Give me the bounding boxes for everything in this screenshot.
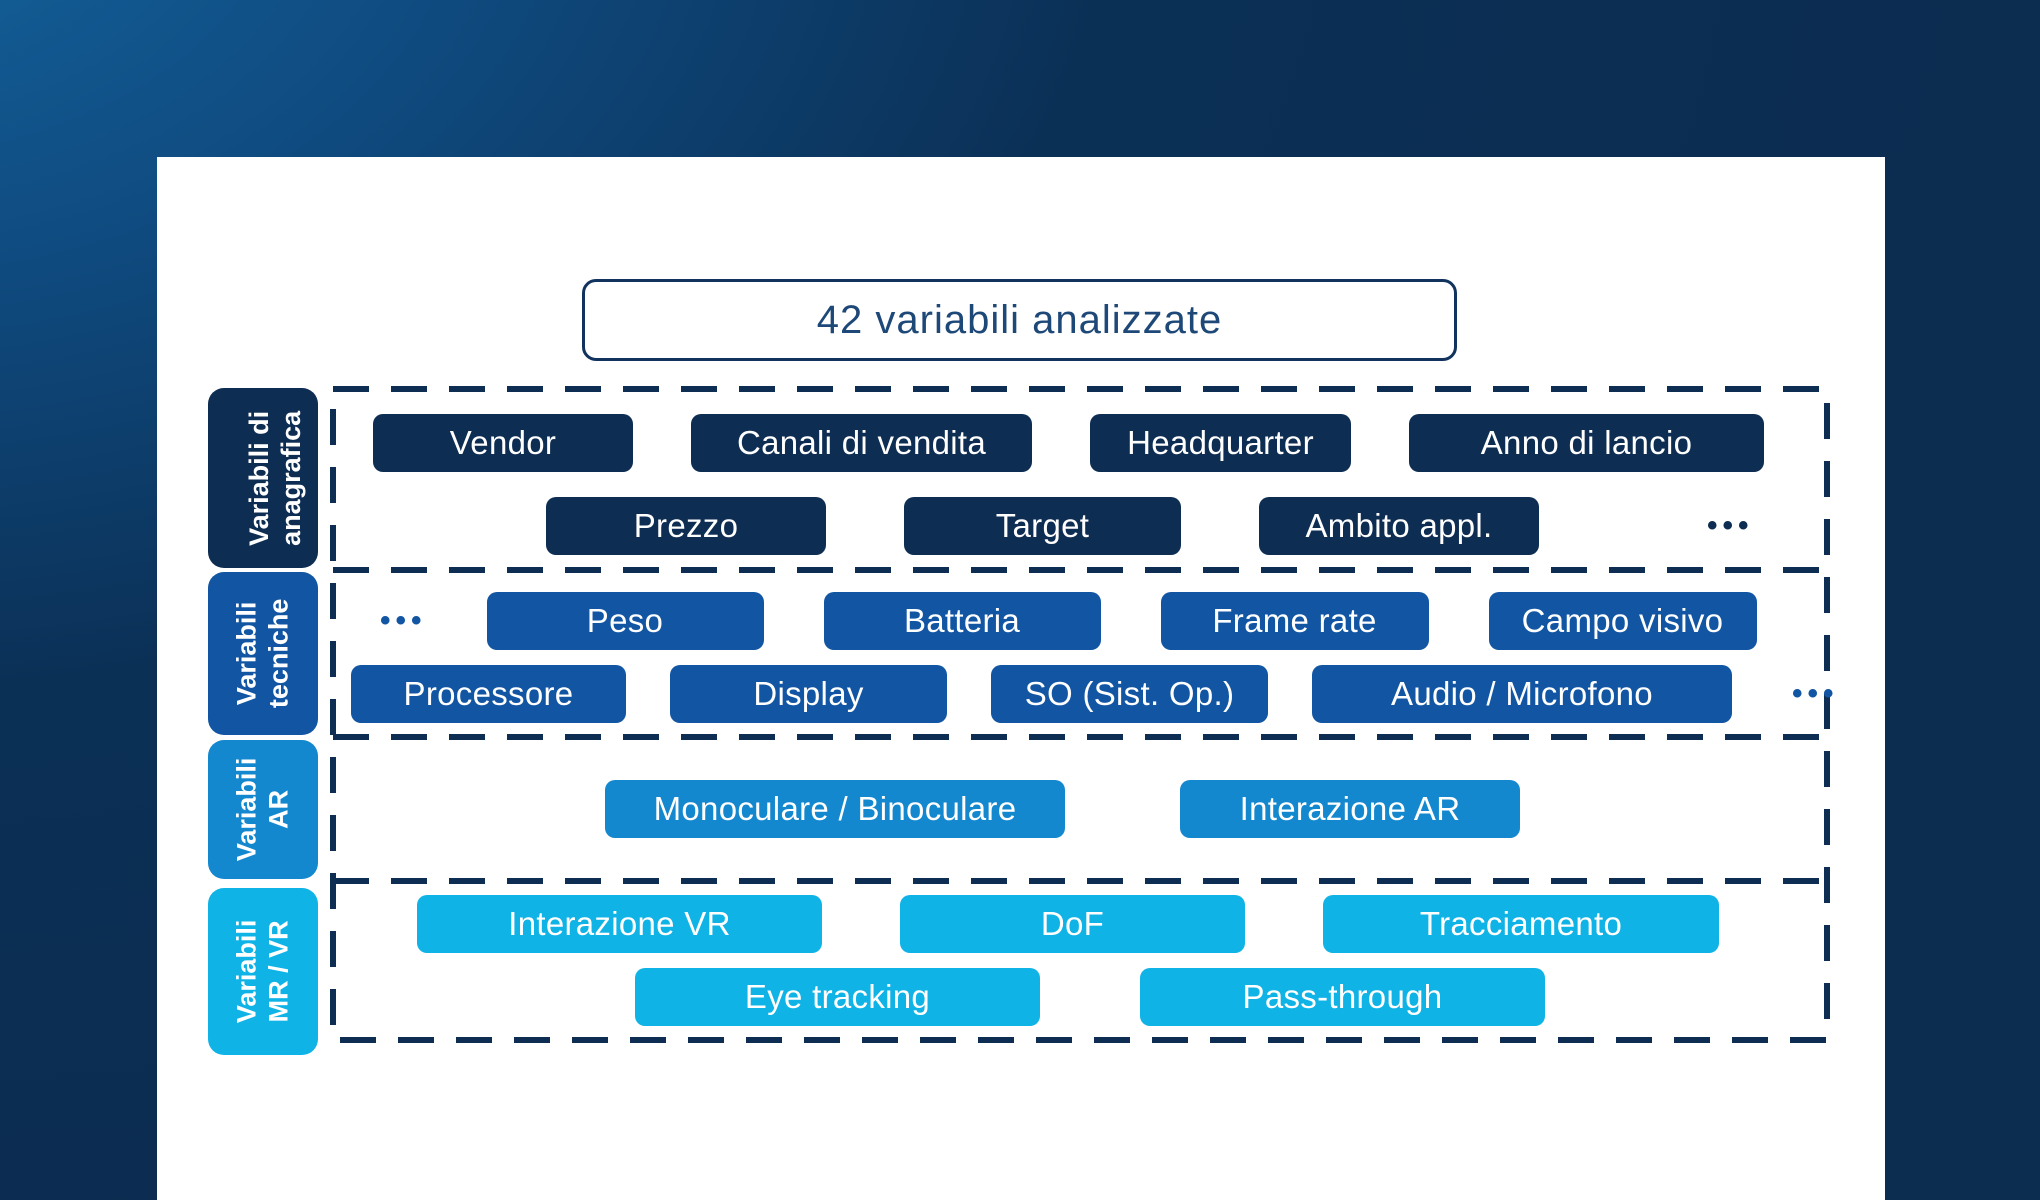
variable-chip-monoculare-binoculare: Monoculare / Binoculare <box>605 780 1065 838</box>
variable-chip-ambito-appl: Ambito appl. <box>1259 497 1539 555</box>
more-variables-ellipsis-icon: ••• <box>380 604 427 637</box>
more-variables-ellipsis-icon: ••• <box>1792 677 1839 710</box>
page-title: 42 variabili analizzate <box>816 297 1223 342</box>
section-label-line: Variabili <box>231 757 262 862</box>
ar-row-1: Monoculare / Binoculare Interazione AR <box>605 780 1520 838</box>
section-label-anagrafica: Variabili di anagrafica <box>208 388 318 568</box>
variable-chip-target: Target <box>904 497 1181 555</box>
variable-chip-audio-microfono: Audio / Microfono <box>1312 665 1732 723</box>
variable-chip-headquarter: Headquarter <box>1090 414 1351 472</box>
variable-chip-canali-di-vendita: Canali di vendita <box>691 414 1032 472</box>
variable-chip-dof: DoF <box>900 895 1245 953</box>
section-label-ar: Variabili AR <box>208 740 318 879</box>
mrvr-row-1: Interazione VR DoF Tracciamento <box>417 895 1719 953</box>
variable-chip-pass-through: Pass-through <box>1140 968 1545 1026</box>
variable-chip-processore: Processore <box>351 665 626 723</box>
variable-chip-display: Display <box>670 665 947 723</box>
section-dashed-borders <box>330 386 1830 1043</box>
section-label-line: anagrafica <box>276 410 307 546</box>
anagrafica-row-2: Prezzo Target Ambito appl. ••• <box>546 497 1754 555</box>
content-panel: 42 variabili analizzate Variabili di ana… <box>157 157 1885 1200</box>
mrvr-row-2: Eye tracking Pass-through <box>635 968 1545 1026</box>
anagrafica-row-1: Vendor Canali di vendita Headquarter Ann… <box>373 414 1764 472</box>
title-box: 42 variabili analizzate <box>582 279 1457 361</box>
section-label-mrvr: Variabili MR / VR <box>208 888 318 1055</box>
section-label-line: AR <box>264 790 294 829</box>
variable-chip-campo-visivo: Campo visivo <box>1488 592 1757 650</box>
section-label-line: MR / VR <box>264 920 294 1023</box>
variable-chip-interazione-vr: Interazione VR <box>417 895 822 953</box>
variable-chip-interazione-ar: Interazione AR <box>1180 780 1520 838</box>
variable-chip-anno-di-lancio: Anno di lancio <box>1409 414 1764 472</box>
variable-chip-so-sist-op: SO (Sist. Op.) <box>991 665 1268 723</box>
section-label-line: tecniche <box>263 598 294 709</box>
variable-chip-peso: Peso <box>486 592 764 650</box>
tecniche-row-2: Processore Display SO (Sist. Op.) Audio … <box>351 665 1839 723</box>
variable-chip-frame-rate: Frame rate <box>1160 592 1429 650</box>
section-label-line: Variabili <box>231 601 262 706</box>
variable-chip-eye-tracking: Eye tracking <box>635 968 1040 1026</box>
section-label-line: Variabili di <box>244 410 275 546</box>
section-label-line: Variabili <box>231 919 262 1024</box>
variable-chip-vendor: Vendor <box>373 414 633 472</box>
more-variables-ellipsis-icon: ••• <box>1707 509 1754 542</box>
variable-chip-batteria: Batteria <box>823 592 1101 650</box>
variable-chip-tracciamento: Tracciamento <box>1323 895 1719 953</box>
tecniche-row-1: ••• Peso Batteria Frame rate Campo visiv… <box>380 592 1757 650</box>
section-label-tecniche: Variabili tecniche <box>208 572 318 735</box>
variable-chip-prezzo: Prezzo <box>546 497 826 555</box>
